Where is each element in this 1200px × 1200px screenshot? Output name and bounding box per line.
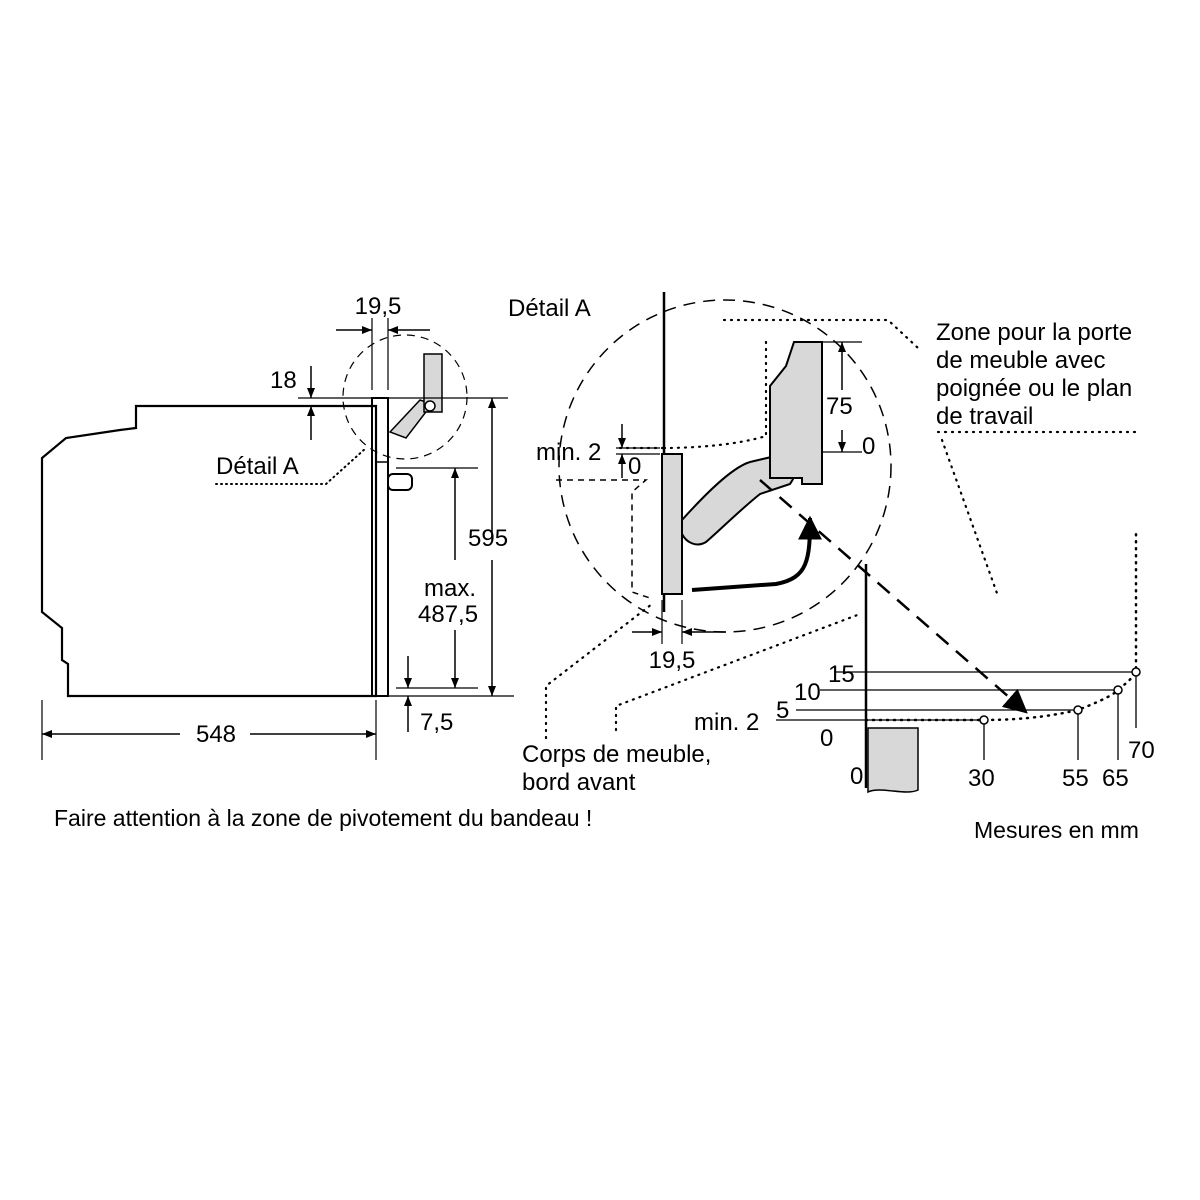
y-tick: 10 <box>794 679 821 706</box>
cabinet-label: Corps de meuble, bord avant <box>522 741 718 796</box>
curve-point <box>1113 685 1123 695</box>
oven-side-view: 19,5 18 Détail A 595 max. 487,5 7,5 548 <box>40 293 514 760</box>
cabinet-label-line: Corps de meuble, <box>522 741 711 768</box>
swing-curve <box>864 530 1138 722</box>
dim-max-label: max. <box>424 575 476 602</box>
units-note: Mesures en mm <box>974 817 1139 843</box>
detail-a-leader <box>215 447 367 485</box>
cabinet-block <box>867 727 919 794</box>
oven-knob <box>387 473 413 491</box>
panel-section <box>661 453 683 595</box>
x-tick: 65 <box>1102 765 1129 792</box>
y-tick: 15 <box>828 661 855 688</box>
detail-zero-label: 0 <box>628 453 641 480</box>
oven-body-outline <box>40 404 378 698</box>
x-tick: 0 <box>850 763 863 790</box>
detail-a-view: Détail A min. 2 0 75 0 19,5 Zone pour la… <box>508 292 1142 796</box>
cabinet-label-line: bord avant <box>522 769 636 796</box>
detail-min-label: min. 2 <box>536 439 601 466</box>
y-tick: 0 <box>820 725 833 752</box>
detail-circle <box>558 299 892 633</box>
warning-note: Faire attention à la zone de pivotement … <box>54 805 592 831</box>
link-arrow <box>759 479 1028 714</box>
dim-max-value: 487,5 <box>418 601 478 628</box>
oven-front-panel <box>371 397 389 697</box>
dim-bottom-width: 19,5 <box>649 647 696 674</box>
zone-label: Zone pour la porte de meuble avec poigné… <box>936 319 1139 430</box>
x-tick: 30 <box>968 765 995 792</box>
x-tick: 55 <box>1062 765 1089 792</box>
y-tick: 5 <box>776 697 789 724</box>
swing-arrow <box>691 515 822 592</box>
swing-zone-graph: 15 10 5 min. 2 0 0 30 55 65 70 <box>694 530 1155 794</box>
curve-point <box>1131 667 1141 677</box>
handle-section <box>769 341 823 485</box>
dim-handle-zero: 0 <box>862 433 875 460</box>
x-tick: 70 <box>1128 737 1155 764</box>
detail-a-circle <box>342 334 468 460</box>
detail-title: Détail A <box>508 295 591 322</box>
curve-point <box>1073 705 1083 715</box>
curve-point <box>979 715 989 725</box>
dim-handle-height: 75 <box>826 393 853 420</box>
dim-height: 595 <box>468 525 508 552</box>
hinge-arm <box>681 452 797 546</box>
dim-bottom-gap: 7,5 <box>420 709 453 736</box>
detail-a-label: Détail A <box>216 453 299 480</box>
y-tick: min. 2 <box>694 709 759 736</box>
zone-label-line: Zone pour la porte <box>936 319 1132 346</box>
dim-top-width: 19,5 <box>355 293 402 320</box>
zone-label-line: poignée ou le plan <box>936 375 1132 402</box>
zone-label-line: de travail <box>936 403 1033 430</box>
zone-label-line: de meuble avec <box>936 347 1105 374</box>
dim-gap: 18 <box>270 367 297 394</box>
dim-depth: 548 <box>196 721 236 748</box>
